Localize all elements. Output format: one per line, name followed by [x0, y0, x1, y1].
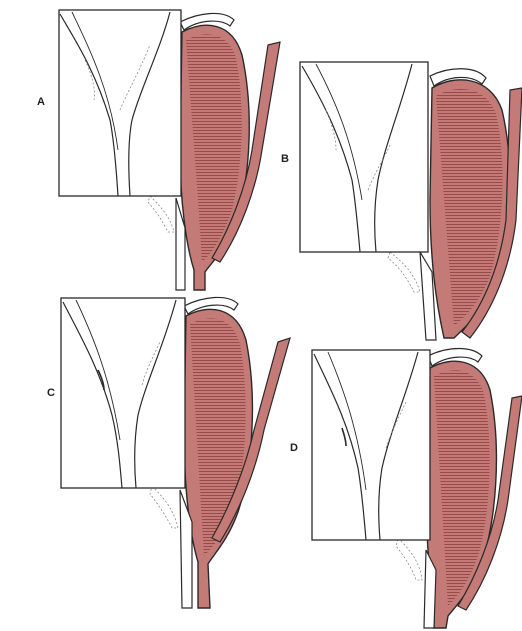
- panel-c-drawing: [0, 290, 290, 631]
- panel-a: A: [0, 0, 280, 300]
- lower-shading: [150, 486, 178, 528]
- inset-box: [312, 350, 430, 540]
- panel-label-c: C: [47, 387, 55, 399]
- lower-shading: [388, 252, 420, 292]
- lower-shading: [148, 196, 174, 232]
- panel-a-drawing: [0, 0, 280, 300]
- inset-box: [300, 62, 428, 252]
- panel-label-a: A: [37, 96, 45, 108]
- panel-d-drawing: [250, 330, 522, 631]
- lower-shading: [396, 538, 422, 580]
- panel-d: D: [250, 330, 522, 631]
- panel-c: C: [0, 290, 290, 631]
- inset-box: [59, 10, 181, 196]
- panel-label-d: D: [290, 442, 298, 454]
- panel-label-b: B: [281, 153, 289, 165]
- inset-box: [61, 298, 185, 488]
